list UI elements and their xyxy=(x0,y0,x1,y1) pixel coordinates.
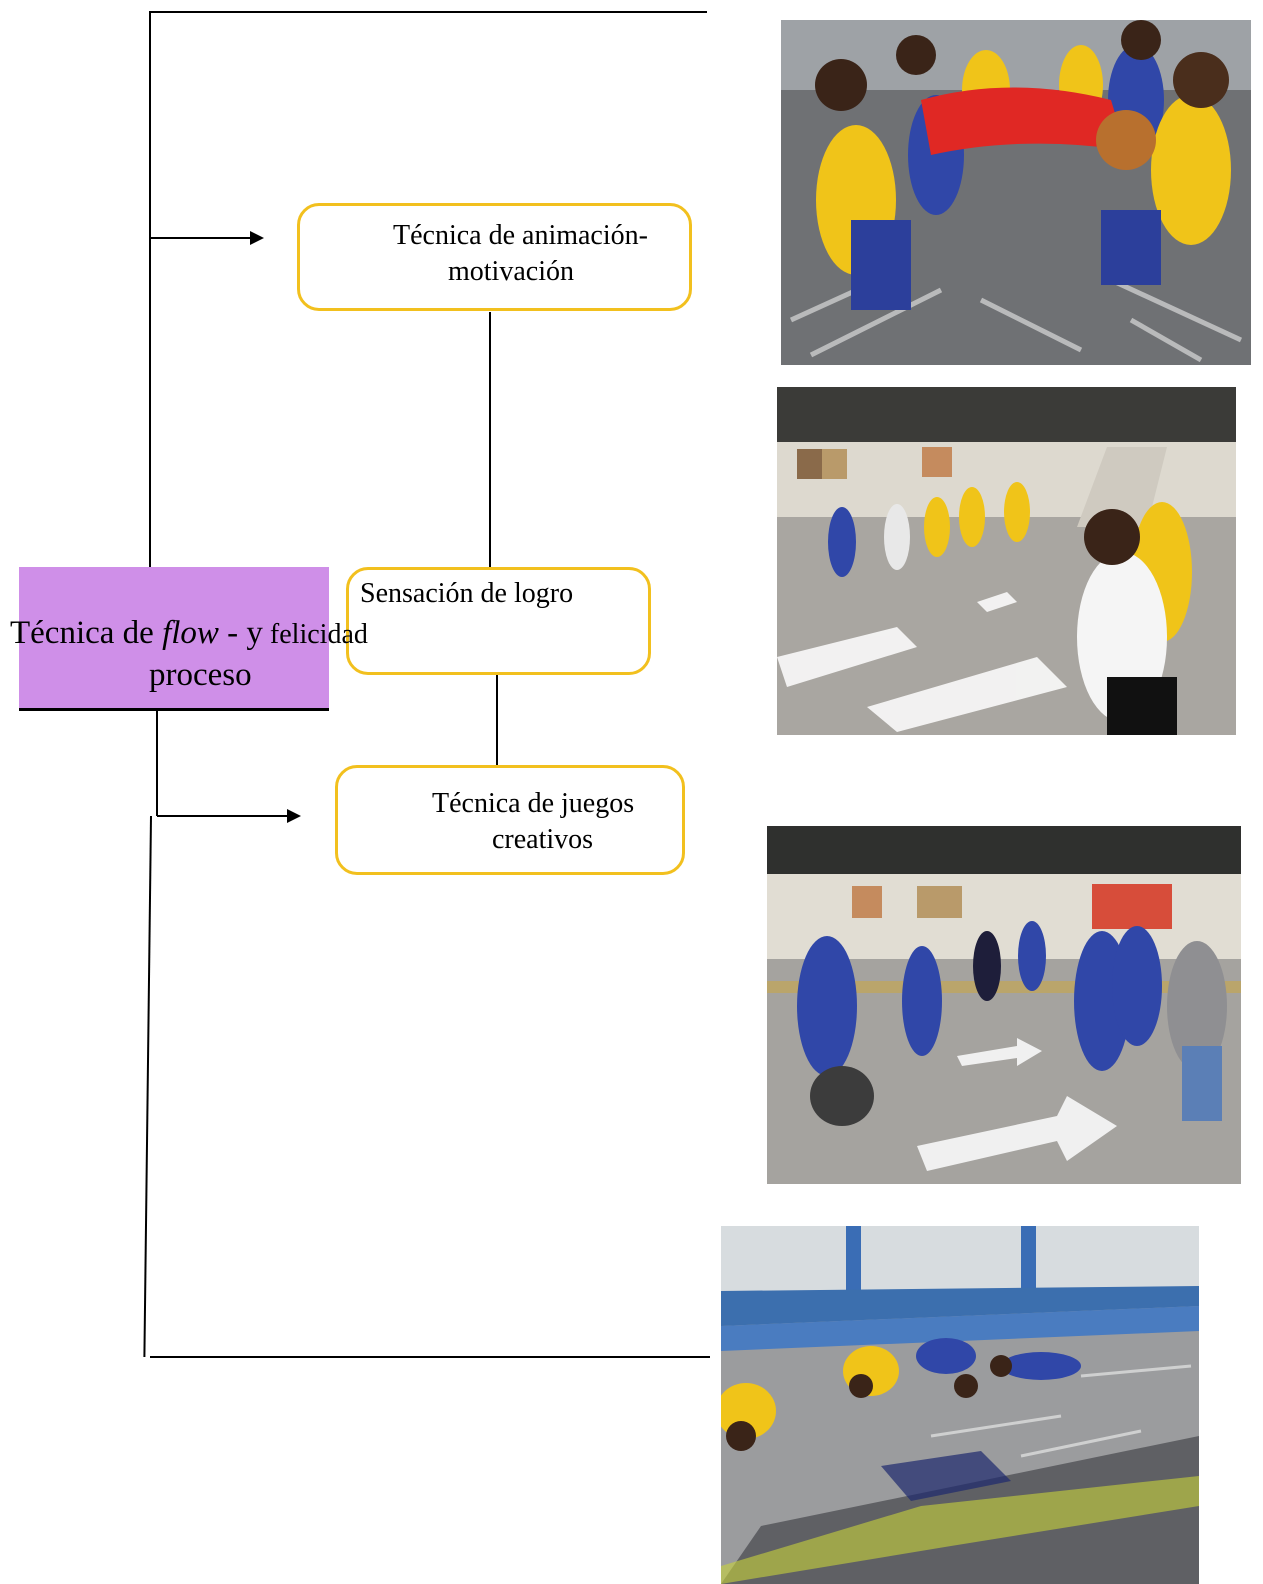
node-sensacion-logro: Sensación de logro xyxy=(346,567,651,675)
connector-logro-juegos xyxy=(496,674,498,766)
arrowhead-upper xyxy=(250,231,264,245)
left-vertical-line-lower xyxy=(156,711,158,816)
children-pulling-red-cloth-photo xyxy=(781,20,1251,365)
node-animacion-line2: motivación xyxy=(448,256,574,287)
arrow-line-lower xyxy=(157,815,287,817)
central-text-line2: proceso xyxy=(149,657,252,693)
children-circle-game-courtyard-photo xyxy=(777,387,1236,735)
node-juegos-creativos: Técnica de juegos creativos xyxy=(335,765,685,875)
central-text-suffix: felicidad xyxy=(262,619,368,650)
node-juegos-line2: creativos xyxy=(492,824,594,855)
node-logro-line1: Sensación de logro xyxy=(360,578,574,609)
top-horizontal-line xyxy=(149,11,707,13)
children-crawling-court-photo xyxy=(721,1226,1199,1584)
node-animacion-motivacion: Técnica de animación- motivación xyxy=(297,203,692,311)
left-vertical-line-bottom xyxy=(143,816,152,1357)
arrow-line-upper xyxy=(150,237,250,239)
bottom-horizontal-line xyxy=(150,1356,710,1358)
node-juegos-line1: Técnica de juegos xyxy=(432,788,635,819)
connector-animacion-logro xyxy=(489,312,491,570)
central-node xyxy=(19,567,329,711)
node-animacion-line1: Técnica de animación- xyxy=(393,220,648,251)
arrowhead-lower xyxy=(287,809,301,823)
left-vertical-line-upper xyxy=(149,11,151,567)
central-text-prefix: Técnica de xyxy=(10,615,163,651)
children-holding-hands-courtyard-photo xyxy=(767,826,1241,1184)
central-text-middle: - y xyxy=(218,615,263,651)
central-text-italic: flow xyxy=(162,615,219,651)
